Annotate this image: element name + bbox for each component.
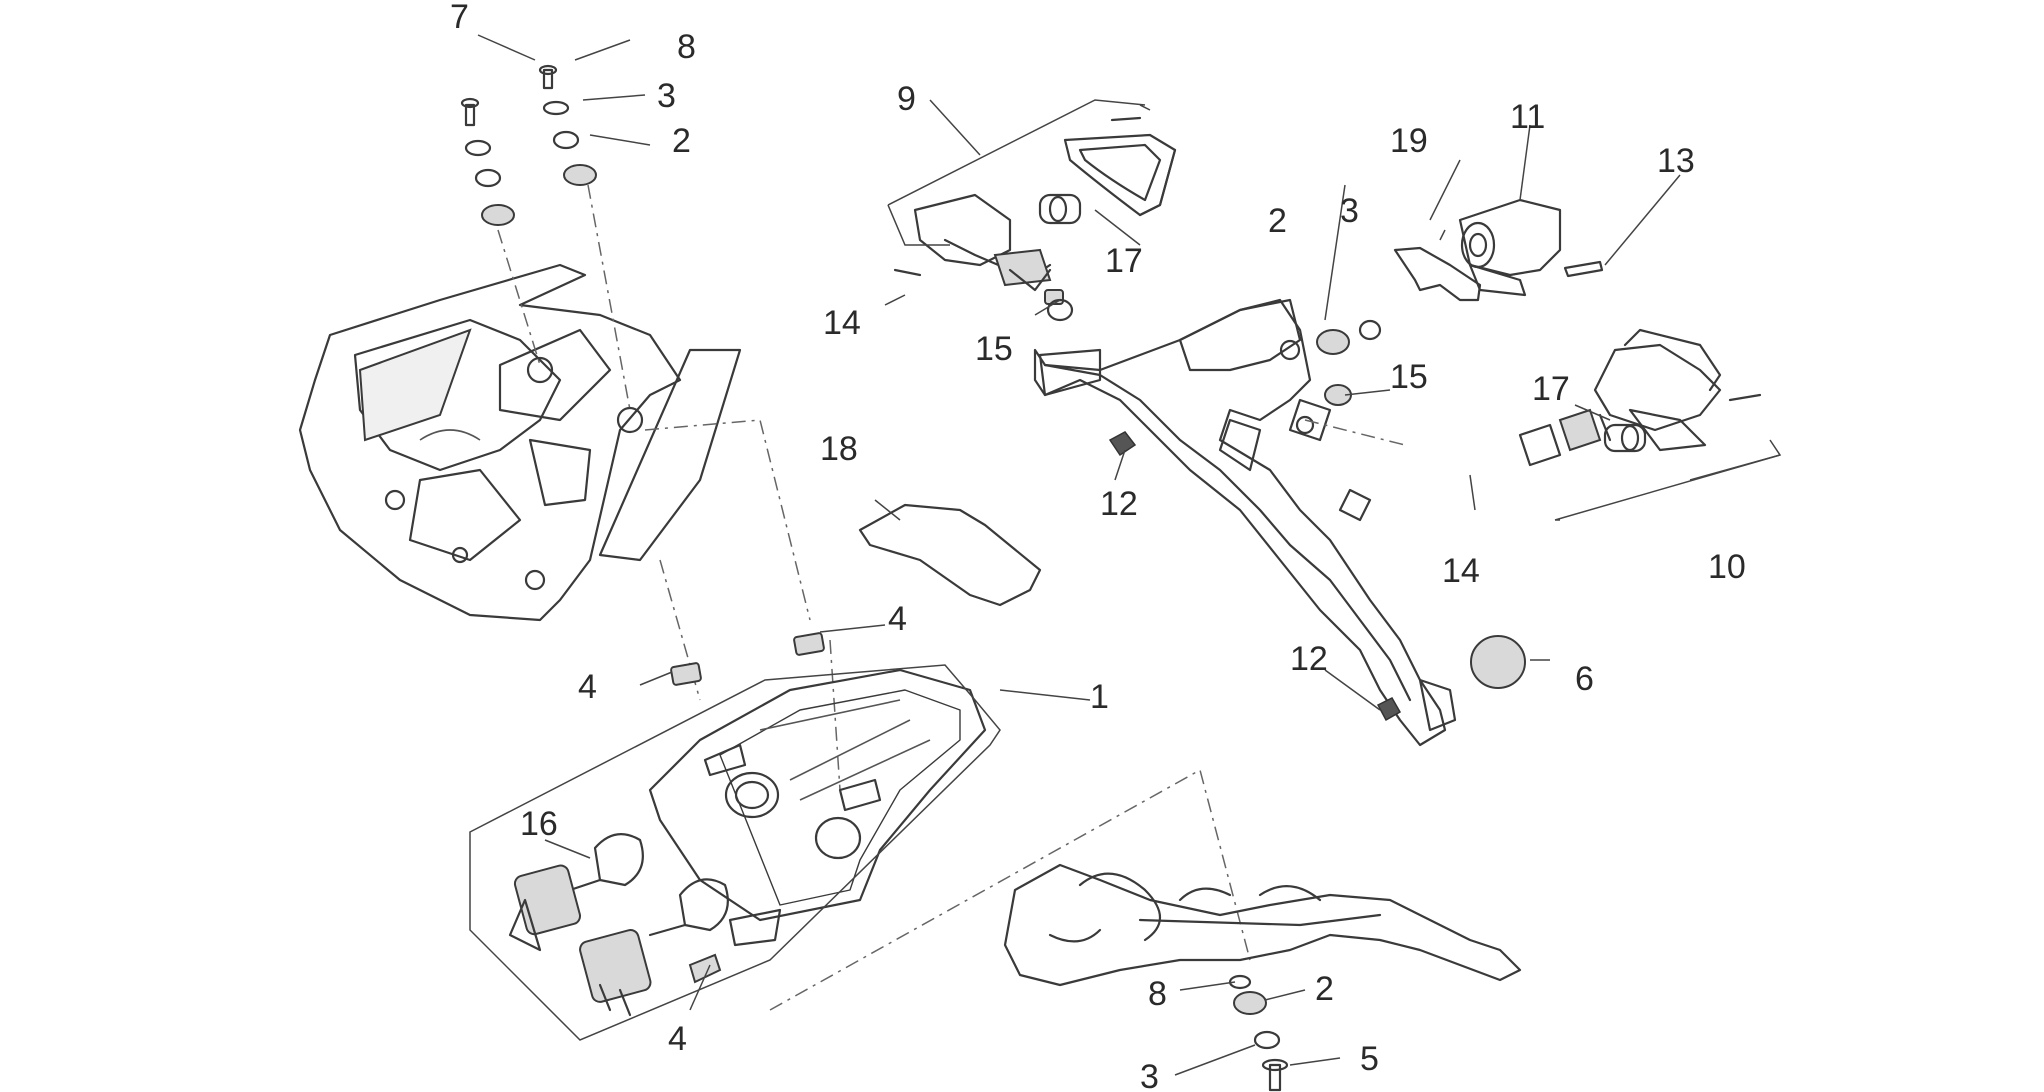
- label-2-mid: 2: [1268, 202, 1287, 240]
- rubber-cap: [1470, 635, 1526, 689]
- label-3-mid: 3: [1340, 192, 1359, 230]
- label-16: 16: [520, 805, 558, 843]
- leader-lines: [477, 34, 1781, 1076]
- label-2-bottom: 2: [1315, 970, 1334, 1008]
- label-11: 11: [1510, 98, 1545, 136]
- label-13: 13: [1657, 142, 1695, 180]
- turn-signal-left: [893, 116, 1177, 322]
- label-15-mid: 15: [1390, 358, 1428, 396]
- right-small-parts: [1108, 319, 1402, 722]
- label-4-left: 4: [578, 668, 597, 706]
- label-3-bottom: 3: [1140, 1058, 1159, 1092]
- part-labels: 7 8 3 2 9 17 14 15 18 2 3 19 11 13 15 17…: [450, 0, 1746, 1092]
- label-4-right: 4: [888, 600, 907, 638]
- bulb-sockets: [508, 832, 729, 1017]
- label-10: 10: [1708, 548, 1746, 586]
- label-14-mid: 14: [1442, 552, 1480, 590]
- label-12-low: 12: [1290, 640, 1328, 678]
- label-2-top: 2: [672, 122, 691, 160]
- label-4-bottom: 4: [668, 1020, 687, 1058]
- label-18: 18: [820, 430, 858, 468]
- label-12-mid: 12: [1100, 485, 1138, 523]
- taillight-housing: [648, 668, 987, 947]
- label-8-bottom: 8: [1148, 975, 1167, 1013]
- tail-fairing: [298, 263, 742, 622]
- label-7: 7: [450, 0, 469, 36]
- license-plate-holder: [1033, 298, 1457, 747]
- label-14-top: 14: [823, 304, 861, 342]
- label-6: 6: [1575, 660, 1594, 698]
- plate-bracket: [1393, 246, 1482, 302]
- label-1: 1: [1090, 678, 1109, 716]
- label-3-top: 3: [657, 77, 676, 115]
- license-light: [1458, 198, 1562, 297]
- label-15-top: 15: [975, 330, 1013, 368]
- label-17-top: 17: [1105, 242, 1143, 280]
- screw-stack-left: [460, 64, 597, 226]
- label-19: 19: [1390, 122, 1428, 160]
- label-5: 5: [1360, 1040, 1379, 1078]
- label-17-mid: 17: [1532, 370, 1570, 408]
- label-8-top: 8: [677, 28, 696, 66]
- rear-subframe: [1003, 863, 1522, 1015]
- label-9: 9: [897, 80, 916, 118]
- turn-signal-right: [1518, 328, 1762, 467]
- cover-plate: [858, 503, 1042, 607]
